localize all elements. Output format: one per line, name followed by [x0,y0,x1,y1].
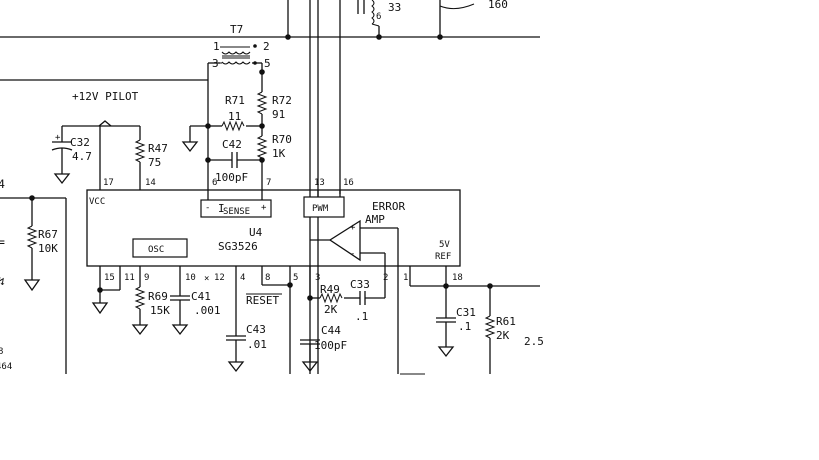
c33-ref: C33 [350,278,370,291]
error-amp: ERROR AMP + - [310,200,405,374]
pin-11: 11 [124,273,135,283]
right-edge-text: 2.5 [524,335,544,348]
r67-ref: R67 [38,228,58,241]
top-transformer-fragment: 33 6 160 [357,0,508,27]
t7-pin-1: 1 [213,40,220,53]
r47-value: 75 [148,156,161,169]
r70-value: 1K [272,147,286,160]
pin-3: 3 [315,273,320,283]
svg-text:-: - [205,203,210,213]
value-6: 6 [376,12,381,22]
t7-pin-5: 5 [264,57,271,70]
svg-text:4: 4 [0,177,5,191]
c42-value: 100pF [215,171,248,184]
isense-label: I [218,202,225,215]
left-edge: R67 10K 4 = ↯ 8 464 [0,177,67,374]
sense-network: R71 11 R72 91 R70 1K C42 100pF [181,91,292,190]
svg-text:-: - [350,249,355,259]
svg-text:↯: ↯ [0,274,5,288]
r70-ref: R70 [272,133,292,146]
isense-block: - I SENSE + [200,199,272,218]
value-33: 33 [388,1,401,14]
osc-timing: R69 15K C41 .001 [91,266,221,336]
transformer-t7: T7 1 2 3 5 [0,23,271,190]
error-label: ERROR [372,200,405,213]
pilot-net-label: +12V PILOT [72,90,139,103]
r61-value: 2K [496,329,510,342]
error-amp-compensation: R49 2K C33 .1 C44 100pF [300,266,385,373]
pin-13: 13 [314,178,325,188]
r47-ref: R47 [148,142,168,155]
reset-label: RESET [246,294,279,307]
svg-text:+: + [261,203,267,213]
pin-5: 5 [293,273,298,283]
reference-output: C31 .1 R61 2K 2.5 [400,266,544,375]
c41-value: .001 [194,304,221,317]
osc-block: OSC [132,238,188,258]
r61-ref: R61 [496,315,516,328]
pin-6: 6 [212,178,217,188]
pin-2: 2 [383,273,388,283]
c44-ref: C44 [321,324,341,337]
reset-pins: RESET [246,266,293,374]
r71-ref: R71 [225,94,245,107]
pin-14: 14 [145,178,156,188]
c43: C43 .01 [226,266,267,373]
ic-part: SG3526 [218,240,258,253]
pin-18: 18 [452,273,463,283]
c41-ref: C41 [191,290,211,303]
pin-16: 16 [343,178,354,188]
value-160: 160 [488,0,508,11]
ref-5v-label: 5V [439,240,450,250]
pwm-label: PWM [312,204,329,214]
r69-value: 15K [150,304,170,317]
c32-value: 4.7 [72,150,92,163]
top-wiring [0,0,540,374]
pin-10: 10 [185,273,196,283]
r49-ref: R49 [320,283,340,296]
pin-15: 15 [104,273,115,283]
vcc-label: VCC [89,197,105,207]
svg-text:×: × [204,274,209,284]
pin-4: 4 [240,273,245,283]
c31-ref: C31 [456,306,476,319]
ic-ref: U4 [249,226,263,239]
ref-ref-label: REF [435,252,451,262]
t7-pin-2: 2 [263,40,270,53]
r69-ref: R69 [148,290,168,303]
osc-label: OSC [148,245,164,255]
pin-12: 12 [214,273,225,283]
r49-value: 2K [324,303,338,316]
c32-ref: C32 [70,136,90,149]
t7-label: T7 [230,23,243,36]
ic-u4: VCC U4 SG3526 - I SENSE + PWM OSC ERROR … [86,178,463,374]
r72-value: 91 [272,108,285,121]
svg-text:+: + [55,133,61,143]
r72-ref: R72 [272,94,292,107]
c43-ref: C43 [246,323,266,336]
pin-8: 8 [265,273,270,283]
c44-value: 100pF [314,339,347,352]
pwm-block: PWM [303,196,345,218]
amp-label: AMP [365,213,385,226]
svg-text:=: = [0,235,5,249]
svg-text:+: + [350,223,356,233]
r71-value: 11 [228,110,241,123]
pin-9: 9 [144,273,149,283]
pin-1: 1 [403,273,408,283]
c33-value: .1 [355,310,368,323]
left-edge-text-1: 8 [0,347,3,357]
left-edge-text-2: 464 [0,362,12,372]
c31-value: .1 [458,320,471,333]
pin-7: 7 [266,178,271,188]
pilot-supply: +12V PILOT R47 75 + C32 4.7 [51,90,168,190]
c43-value: .01 [247,338,267,351]
c42-ref: C42 [222,138,242,151]
r67-value: 10K [38,242,58,255]
isense-sub: SENSE [223,207,250,217]
pin-17: 17 [103,178,114,188]
